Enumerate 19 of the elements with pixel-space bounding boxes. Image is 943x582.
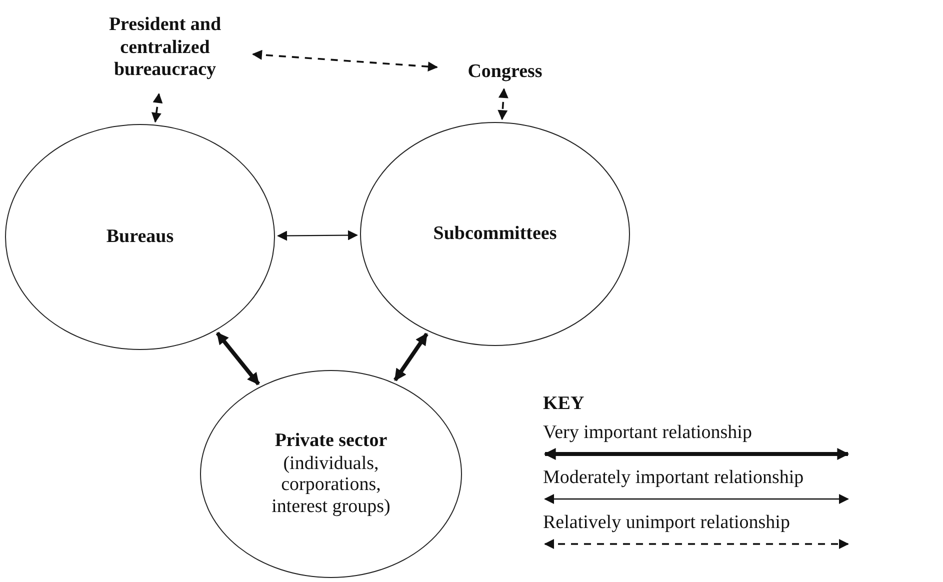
ellipse [200,370,462,578]
legend-text: Relatively unimport relationship [543,512,790,534]
node-label: Congress [440,58,570,86]
thick-double-arrow [394,332,428,382]
double-arrow [277,230,358,241]
ellipse-description: (individuals, corporations, interest groups) [270,452,392,518]
legend-text: Moderately important relationship [543,467,804,489]
thick-double-arrow [216,332,260,386]
ellipse-title: Private sector [274,430,388,453]
ellipse-title: Bureaus [106,226,174,248]
dashed-double-arrow [498,88,508,120]
ellipse [5,124,275,350]
legend-text: Very important relationship [543,422,752,444]
key-heading: KEY [543,393,584,415]
dashed-double-arrow [252,50,438,72]
ellipse-title: Subcommittees [433,222,557,246]
ellipse [360,122,630,346]
dashed-double-arrow [151,92,163,123]
node-label: President and centralized bureaucracy [80,5,250,91]
